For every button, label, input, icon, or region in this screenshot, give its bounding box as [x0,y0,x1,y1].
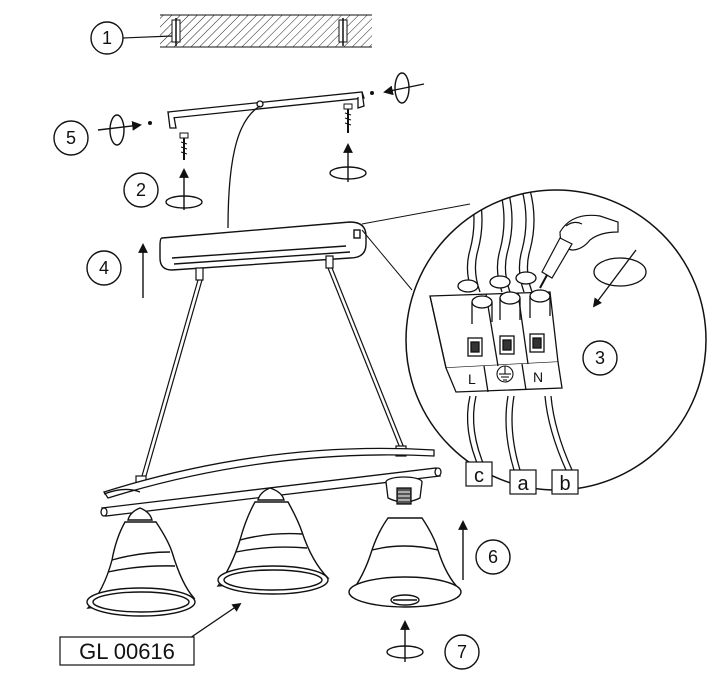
wire-labels: c a b [465,461,579,495]
mounting-bracket [166,91,365,129]
detail-callout: L N [361,189,707,491]
wire-label-c: c [474,465,484,487]
terminal-label-live: L [468,371,476,387]
wire-label-a: a [517,473,529,495]
wall-plug-left-icon [171,18,181,46]
step-5: 5 [66,128,76,148]
terminal-label-neutral: N [533,369,543,385]
step-4: 4 [99,258,109,278]
wall-plug-right-icon [338,18,348,46]
model-code: GL 00616 [79,639,175,664]
screwdriver-icon [539,237,573,289]
pointer-line [189,602,242,639]
shade-left [86,507,196,617]
canopy [159,221,367,271]
rotate-icon [593,257,647,287]
wire-label-b: b [559,473,570,495]
shade-middle [216,487,330,595]
earth-ground-icon [496,365,514,383]
step-7: 7 [457,642,467,662]
step-2: 2 [136,180,146,200]
model-code-box: GL 00616 [59,636,195,666]
arrow-down-icon [592,249,637,308]
screw-left-icon [179,132,189,160]
nut-right-icon [370,91,374,95]
step-numbers: 1 5 2 4 3 6 7 [66,28,605,662]
ceiling [160,14,372,48]
screw-right-icon [343,103,353,133]
power-cable [227,105,261,229]
rotate-icon [97,72,425,662]
lamp-holder [385,476,423,505]
shade-right [348,517,462,608]
step-6: 6 [488,547,498,567]
nut-left-icon [148,121,152,125]
step-markers [53,21,618,670]
step-1: 1 [102,28,112,48]
step-3: 3 [595,348,605,368]
